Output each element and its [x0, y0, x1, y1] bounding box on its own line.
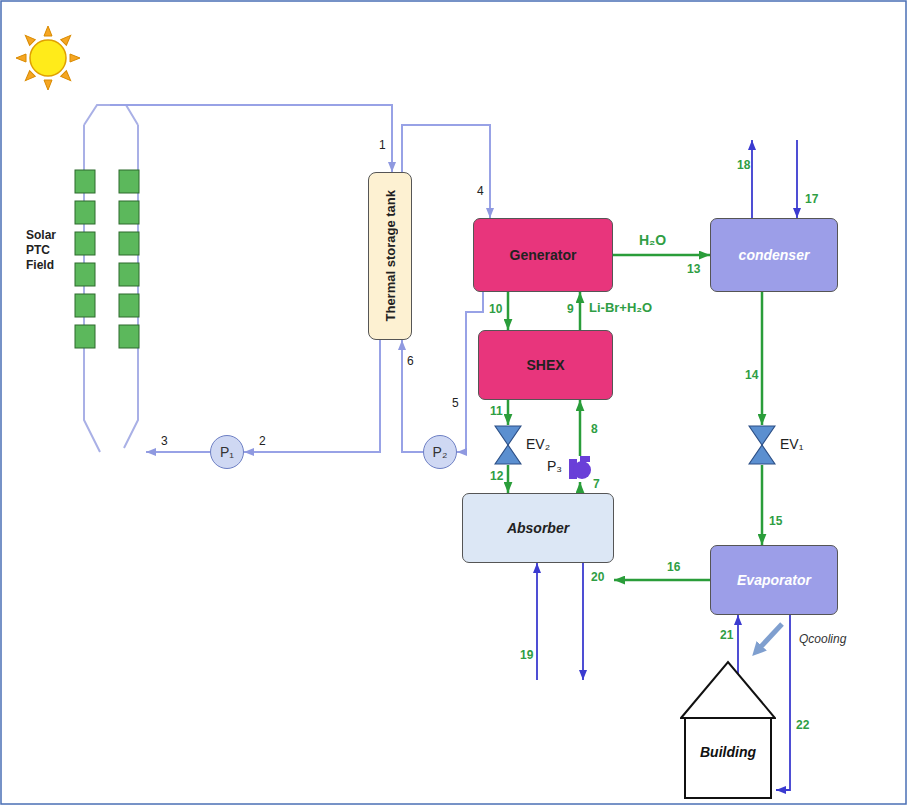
flow-line [507, 465, 510, 493]
collector-module [75, 170, 95, 193]
node-text: Generator [510, 247, 577, 263]
collector-module [75, 325, 95, 348]
node-text: Building [680, 744, 776, 760]
stream-number: 12 [489, 469, 504, 483]
stream-number: 3 [160, 434, 169, 448]
collector-module [75, 294, 95, 317]
pump-circle: P₂ [423, 435, 457, 469]
heat-label: Qcooling [798, 632, 847, 646]
flow-line [737, 615, 739, 676]
stream-number: 2 [258, 434, 267, 448]
collector-module [119, 201, 139, 224]
node-text: P₁ [220, 444, 234, 460]
process-box: SHEX [478, 330, 613, 400]
collector-module [119, 232, 139, 255]
stream-number: 4 [476, 184, 485, 198]
flow-line [761, 292, 764, 425]
collector-module [119, 325, 139, 348]
flow-line [146, 451, 210, 453]
process-box: Evaporator [710, 545, 838, 615]
node-text: EV₂ [526, 436, 550, 452]
flow-line [402, 340, 423, 452]
flow-line [614, 579, 710, 582]
node-text: P₂ [433, 444, 448, 460]
flow-line [613, 254, 710, 257]
flow-line [110, 105, 392, 172]
stream-number: 1 [378, 138, 387, 152]
stream-number: 15 [768, 514, 783, 528]
stream-number: 6 [406, 354, 415, 368]
flow-line [507, 292, 510, 330]
collector-module [75, 232, 95, 255]
collector-module [75, 201, 95, 224]
process-box: Generator [473, 218, 613, 292]
flow-line [402, 125, 490, 218]
stream-number: 14 [744, 368, 759, 382]
stream-label: H₂O [638, 232, 667, 248]
pump-circle: P₁ [210, 435, 244, 469]
storage-tank: Thermal storage tank [368, 172, 412, 340]
node-text: Absorber [507, 520, 569, 536]
expansion-valve: EV₂ [494, 425, 522, 465]
flow-line [776, 615, 790, 790]
stream-label: Li-Br+H₂O [588, 300, 653, 315]
stream-number: 21 [719, 628, 734, 642]
stream-number: 11 [489, 404, 504, 418]
collector-module [119, 170, 139, 193]
solution-pump: P₃ [567, 456, 593, 482]
stream-number: 22 [795, 718, 810, 732]
expansion-valve: EV₁ [748, 425, 776, 465]
node-text: SHEX [526, 357, 564, 373]
node-text: Thermal storage tank [383, 190, 398, 322]
collector-array [75, 170, 139, 348]
flow-line [761, 465, 764, 545]
stream-number: 13 [686, 262, 701, 276]
sun-symbol [16, 26, 80, 90]
pump-symbol [567, 456, 593, 482]
node-text: Solar PTC Field [26, 228, 76, 273]
stream-number: 9 [566, 302, 575, 316]
node-text: P₃ [547, 458, 562, 474]
node-text: Evaporator [737, 572, 811, 588]
stream-number: 16 [666, 560, 681, 574]
node-text: EV₁ [780, 436, 803, 452]
flow-line [244, 340, 380, 452]
flow-line [579, 400, 582, 456]
collector-module [119, 294, 139, 317]
flow-line [579, 292, 582, 330]
process-box: condenser [710, 218, 838, 292]
collector-module [119, 263, 139, 286]
stream-number: 7 [592, 477, 601, 491]
stream-number: 20 [590, 570, 605, 584]
flow-line [579, 482, 582, 493]
valve-symbol [748, 425, 776, 465]
stream-number: 17 [804, 192, 819, 206]
process-box: Absorber [462, 493, 614, 563]
stream-number: 8 [590, 422, 599, 436]
stream-number: 19 [519, 648, 534, 662]
house-outline [680, 660, 776, 800]
stream-number: 18 [736, 158, 751, 172]
valve-symbol [494, 425, 522, 465]
stream-number: 10 [488, 302, 503, 316]
flow-line [507, 400, 510, 425]
collector-module [75, 263, 95, 286]
cooling-arrow [756, 624, 782, 652]
stream-number: 5 [451, 396, 460, 410]
building-house: Building [680, 660, 776, 800]
collector-field: Solar PTC Field [22, 100, 146, 452]
node-text: condenser [739, 247, 810, 263]
